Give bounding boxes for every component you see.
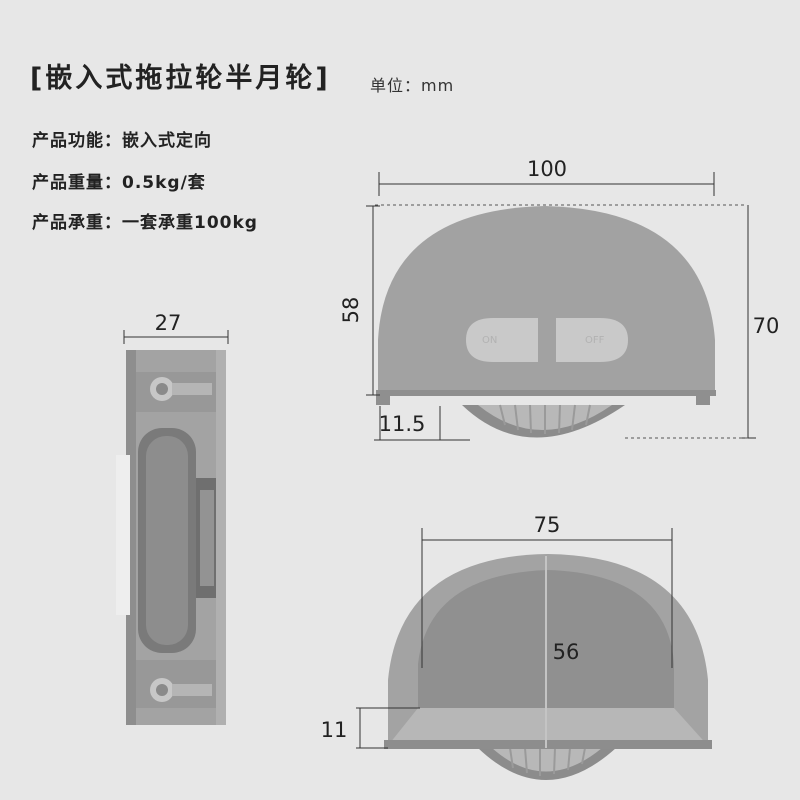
front-offset-dimension: 11.5 (374, 406, 470, 441)
spec-label: 产品承重 (32, 213, 104, 233)
bottom-height-label: 56 (553, 640, 580, 664)
side-width-label: 27 (155, 311, 182, 335)
spec-value: 嵌入式定向 (122, 131, 212, 151)
front-width-label: 100 (527, 157, 567, 181)
side-view: 27 (116, 311, 229, 725)
spec-row-function: 产品功能：嵌入式定向 (32, 131, 212, 151)
side-wheel (138, 428, 216, 653)
on-label: ON (482, 335, 497, 346)
top-bolt-icon (150, 377, 212, 401)
off-button: OFF (556, 318, 628, 362)
on-button: ON (466, 318, 538, 362)
front-housing (378, 206, 715, 394)
bottom-bolt-icon (150, 678, 212, 702)
side-width-dimension: 27 (123, 311, 229, 344)
spec-value: 0.5kg/套 (122, 173, 206, 193)
page-title: [嵌入式拖拉轮半月轮] (30, 63, 331, 94)
bottom-offset-label: 11 (321, 718, 348, 742)
front-body-height-dimension: 58 (339, 205, 380, 396)
front-wheel (462, 404, 625, 438)
bottom-offset-dimension: 11 (321, 707, 420, 749)
front-view: ON OFF 100 58 (339, 157, 780, 441)
front-body-height-label: 58 (339, 297, 363, 324)
unit-label: 单位：mm (370, 76, 455, 95)
spec-row-weight: 产品重量：0.5kg/套 (32, 173, 206, 193)
front-base (376, 390, 716, 396)
spec-label: 产品功能 (32, 131, 104, 151)
bottom-wheel (478, 747, 616, 780)
spec-row-load: 产品承重：一套承重100kg (32, 213, 258, 233)
off-label: OFF (585, 335, 605, 346)
bottom-width-dimension: 75 (421, 513, 673, 668)
bottom-width-label: 75 (534, 513, 561, 537)
front-width-dimension: 100 (378, 157, 715, 196)
front-height-label: 70 (753, 314, 780, 338)
spec-value: 一套承重100kg (122, 213, 258, 233)
front-height-dimension: 70 (740, 205, 780, 439)
front-offset-label: 11.5 (379, 412, 426, 436)
spec-label: 产品重量 (32, 173, 104, 193)
bottom-view: 75 56 11 (321, 513, 712, 780)
